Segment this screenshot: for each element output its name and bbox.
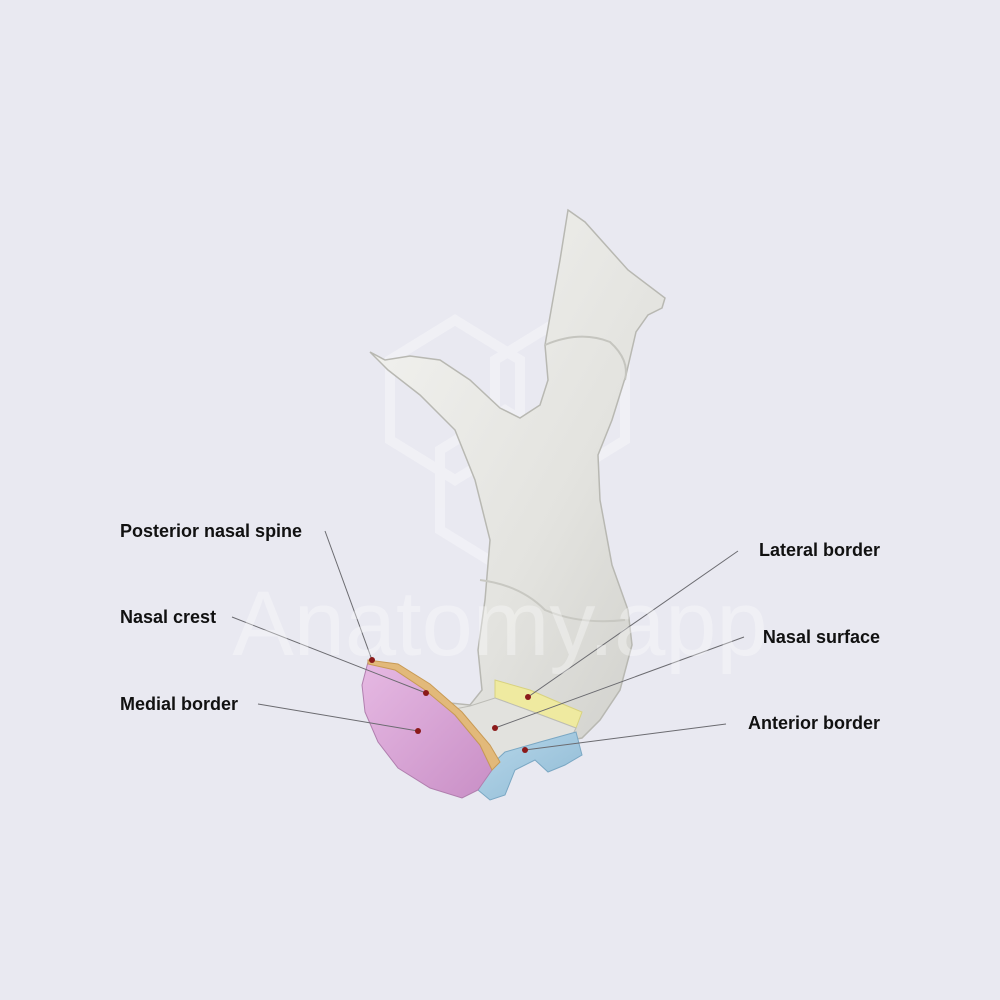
body-ridge (479, 579, 626, 623)
marker-medial-border (415, 728, 421, 734)
leader-lines (231, 530, 745, 751)
leader-nasal-surface (494, 636, 745, 729)
leader-nasal-crest (231, 616, 427, 694)
label-anterior-border: Anterior border (747, 713, 880, 733)
leader-lateral-border (527, 550, 739, 698)
label-posterior-nasal-spine: Posterior nasal spine (120, 521, 303, 541)
marker-nasal-surface (492, 725, 498, 731)
marker-anterior-border (522, 747, 528, 753)
label-nasal-surface: Nasal surface (762, 627, 880, 647)
orbital-process-ridge (544, 335, 627, 381)
label-lateral-border: Lateral border (758, 540, 880, 560)
leader-posterior-nasal-spine (324, 530, 373, 661)
markers (369, 657, 531, 753)
leader-anterior-border (524, 723, 727, 751)
nasal-crest-region (367, 659, 501, 771)
leader-medial-border (257, 703, 419, 732)
marker-posterior-nasal-spine (369, 657, 375, 663)
label-medial-border: Medial border (120, 694, 239, 714)
label-nasal-crest: Nasal crest (120, 607, 217, 627)
watermark-text: Anatomy.app (232, 573, 767, 675)
marker-lateral-border (525, 694, 531, 700)
marker-nasal-crest (423, 690, 429, 696)
